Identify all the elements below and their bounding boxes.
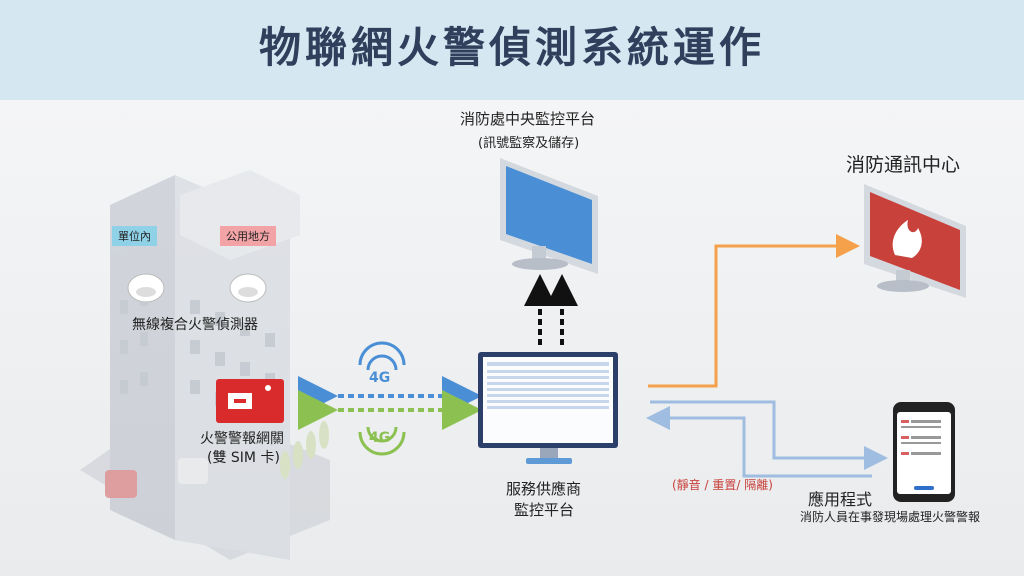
provider-platform-line2: 監控平台: [514, 501, 575, 519]
app-actions-label: (靜音 / 重置/ 隔離): [672, 478, 773, 492]
tag-public-area: 公用地方: [220, 226, 276, 246]
detector-label: 無線複合火警偵測器: [132, 317, 258, 333]
app-title: 應用程式: [808, 490, 873, 509]
app-subtitle: 消防人員在事發現場處理火警警報: [800, 510, 981, 524]
network-4g-link-bottom: [298, 390, 482, 456]
fire-comms-centre-title: 消防通訊中心: [846, 154, 961, 176]
provider-platform-line1: 服務供應商: [506, 480, 582, 498]
smoke-detector-icon: [229, 273, 267, 303]
network-4g-bottom-label: 4G: [369, 430, 391, 446]
fire-comms-monitor-icon: [864, 184, 966, 298]
smoke-detector-icon: [127, 273, 165, 303]
gateway-label: 火警警報網關: [200, 431, 284, 447]
provider-monitor-icon: [478, 352, 618, 464]
building-illustration: [80, 170, 330, 560]
tag-unit: 單位內: [112, 226, 157, 246]
header-banner: 物聯網火警偵測系統運作: [0, 0, 1024, 100]
mobile-app-icon: [893, 402, 955, 502]
page-title: 物聯網火警偵測系統運作: [258, 23, 765, 72]
gateway-sim-label: (雙 SIM 卡): [207, 450, 280, 466]
fire-alarm-gateway-icon: [216, 379, 284, 423]
central-monitor-icon: [500, 158, 598, 274]
central-platform-title: 消防處中央監控平台: [460, 110, 596, 128]
central-platform-subtitle: (訊號監察及儲存): [478, 136, 580, 151]
network-4g-top-label: 4G: [369, 370, 391, 386]
